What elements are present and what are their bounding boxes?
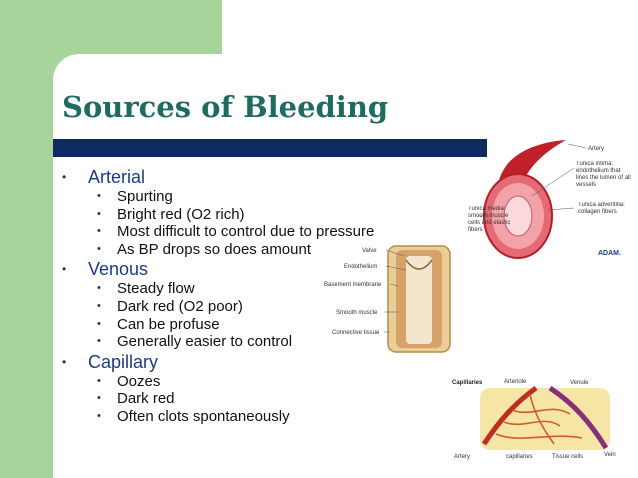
tunica-adventitia-label-box: Tunica adventitia: collagen fibers: [578, 202, 625, 215]
tunica-adventitia-label: Tunica adventitia: collagen fibers: [578, 202, 625, 215]
artery-lumen: [503, 195, 533, 237]
bullet-list: • Arterial • Spurting • Bright red (O2 rich…: [60, 166, 400, 426]
list-item: • Generally easier to control: [60, 333, 400, 351]
section-venous: • Venous: [60, 258, 400, 280]
arteriole-vessel: [481, 385, 538, 446]
list-item-text: Generally easier to control: [117, 333, 293, 351]
sub-bullet-icon: •: [97, 207, 101, 220]
section-label: Arterial: [88, 167, 146, 187]
list-item-text: Most difficult to control due to pressur…: [117, 223, 375, 241]
list-item-text: Often clots spontaneously: [117, 407, 290, 425]
list-item: • Can be profuse: [60, 316, 400, 334]
section-arterial: • Arterial: [60, 166, 400, 188]
tunica-media-label-box: Tunica media: smooth muscle cells and el…: [468, 206, 511, 233]
sub-bullet-icon: •: [97, 282, 101, 295]
vein-valve-shape: [405, 259, 433, 270]
sub-bullet-icon: •: [97, 299, 101, 312]
list-item-text: As BP drops so does amount: [117, 240, 312, 258]
tunica-media-label: Tunica media: smooth muscle cells and el…: [468, 206, 511, 233]
tunica-intima-label-box: Tunica intima: endothelium that lines th…: [576, 161, 631, 188]
bullet-icon: •: [62, 354, 67, 369]
arteriole-label: Arteriole: [504, 379, 527, 385]
list-item: • Dark red: [60, 390, 400, 408]
list-item: • As BP drops so does amount: [60, 241, 400, 259]
valve-label: Valve: [362, 248, 377, 254]
sub-bullet-icon: •: [97, 225, 101, 238]
capillaries-title-label: Capillaries: [452, 380, 483, 386]
artery-label: Artery: [588, 146, 604, 152]
list-item: • Oozes: [60, 373, 400, 391]
list-item: • Dark red (O2 poor): [60, 298, 400, 316]
tunica-intima-label: Tunica intima: endothelium that lines th…: [576, 161, 631, 188]
list-item-text: Dark red: [117, 390, 175, 408]
list-item: • Steady flow: [60, 280, 400, 298]
sub-bullet-icon: •: [97, 335, 101, 348]
title-underline-bar: [53, 139, 487, 157]
smooth-muscle-label: Smooth muscle: [336, 310, 378, 316]
capillary-figure: Capillaries Arteriole Venule Artery capi…: [452, 379, 616, 460]
venule-label: Venule: [570, 380, 589, 386]
section-label: Capillary: [88, 351, 159, 372]
green-side-bar: [0, 0, 53, 478]
capillaries-bottom-label: capillaries: [506, 454, 533, 460]
section-label: Venous: [88, 259, 149, 280]
vein-figure: Valve Endothelium Basement membrane Smoo…: [322, 240, 466, 358]
adam-credit: ADAM.: [598, 250, 621, 257]
sub-bullet-icon: •: [97, 190, 101, 202]
list-item-text: Bright red (O2 rich): [117, 205, 245, 223]
bullet-icon: •: [62, 262, 67, 277]
list-item-text: Spurting: [117, 188, 173, 205]
slide-title: Sources of Bleeding: [62, 90, 389, 124]
venule-vessel: [548, 385, 609, 450]
list-item-text: Can be profuse: [117, 315, 220, 333]
vein-label: Vein: [604, 452, 616, 458]
endothelium-label: Endothelium: [344, 264, 377, 270]
capillary-network: [495, 393, 583, 445]
section-capillary: • Capillary: [60, 351, 400, 373]
bullet-icon: •: [62, 170, 67, 184]
list-item-text: Steady flow: [117, 280, 195, 298]
sub-bullet-icon: •: [97, 317, 101, 330]
list-item-text: Oozes: [117, 372, 161, 390]
artery-figure: Artery Tunica intima: endothelium that l…: [468, 140, 631, 259]
tissue-background: [480, 388, 610, 450]
list-item: • Bright red (O2 rich): [60, 206, 400, 224]
sub-bullet-icon: •: [97, 392, 101, 405]
basement-membrane-label: Basement membrane: [324, 282, 382, 288]
sub-bullet-icon: •: [97, 409, 101, 422]
list-item: • Most difficult to control due to pressu…: [60, 223, 400, 241]
connective-tissue-label: Connective tissue: [332, 330, 380, 336]
artery-bottom-label: Artery: [454, 454, 470, 460]
sub-bullet-icon: •: [97, 242, 101, 255]
vein-lumen: [406, 256, 432, 344]
list-item-text: Dark red (O2 poor): [117, 297, 243, 315]
list-item: • Often clots spontaneously: [60, 408, 400, 426]
sub-bullet-icon: •: [97, 374, 101, 387]
list-item: • Spurting: [60, 188, 400, 206]
tissue-cells-label: Tissue cells: [552, 454, 583, 460]
